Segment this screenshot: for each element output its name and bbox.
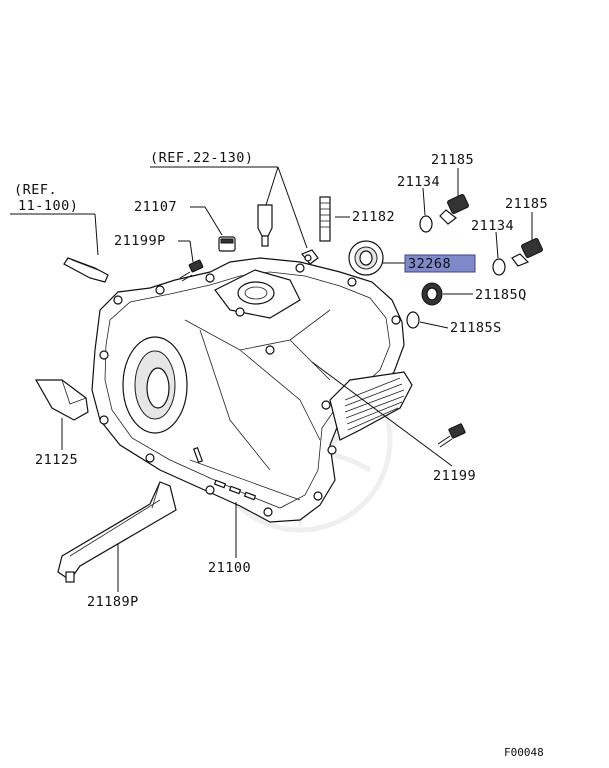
bolt-21199[interactable] [437, 423, 466, 448]
label-21185-a[interactable]: 21185 [431, 152, 474, 168]
bolt-21199p[interactable] [179, 259, 204, 282]
highlight-32268[interactable] [404, 254, 476, 273]
label-21134-a[interactable]: 21134 [397, 174, 440, 190]
sealant-tube[interactable] [63, 257, 109, 283]
drain-plug-21185-b[interactable] [511, 238, 543, 267]
label-21107[interactable]: 21107 [134, 199, 177, 215]
part-labels: (REF.22-130) (REF. 11-100) 21107 21199P … [14, 150, 548, 759]
label-21125[interactable]: 21125 [35, 452, 78, 468]
transmission-case-21100[interactable] [91, 257, 413, 523]
figure-code: F00048 [504, 746, 544, 759]
o-ring-21134-a[interactable] [419, 215, 433, 233]
label-21189p[interactable]: 21189P [87, 594, 139, 610]
label-21182[interactable]: 21182 [352, 209, 395, 225]
bearing-21185q[interactable] [421, 282, 443, 306]
bracket-21189p[interactable] [57, 481, 177, 583]
drain-plug-21185-a[interactable] [439, 194, 469, 225]
label-21100[interactable]: 21100 [208, 560, 251, 576]
leader-lines [10, 166, 533, 592]
bracket-21125[interactable] [34, 379, 89, 421]
stud-21182[interactable] [319, 196, 331, 242]
plug-21107[interactable] [218, 236, 236, 252]
label-ref-22-130[interactable]: (REF.22-130) [150, 150, 254, 166]
label-21185-b[interactable]: 21185 [505, 196, 548, 212]
label-ref-11-100-line2[interactable]: 11-100) [18, 198, 78, 214]
speed-sensor-part[interactable] [257, 204, 273, 247]
label-21134-b[interactable]: 21134 [471, 218, 514, 234]
label-21199p[interactable]: 21199P [114, 233, 166, 249]
label-32268[interactable]: 32268 [408, 256, 451, 272]
label-ref-11-100-line1[interactable]: (REF. [14, 182, 57, 198]
ring-21185s[interactable] [406, 311, 420, 329]
switch-part[interactable] [301, 249, 319, 265]
oil-seal-32268[interactable] [348, 240, 384, 276]
label-21185s[interactable]: 21185S [450, 320, 502, 336]
flange-bolt-holes [99, 263, 401, 517]
case-slots [192, 446, 257, 501]
o-ring-21134-b[interactable] [492, 258, 506, 276]
label-21185q[interactable]: 21185Q [475, 287, 527, 303]
label-21199[interactable]: 21199 [433, 468, 476, 484]
